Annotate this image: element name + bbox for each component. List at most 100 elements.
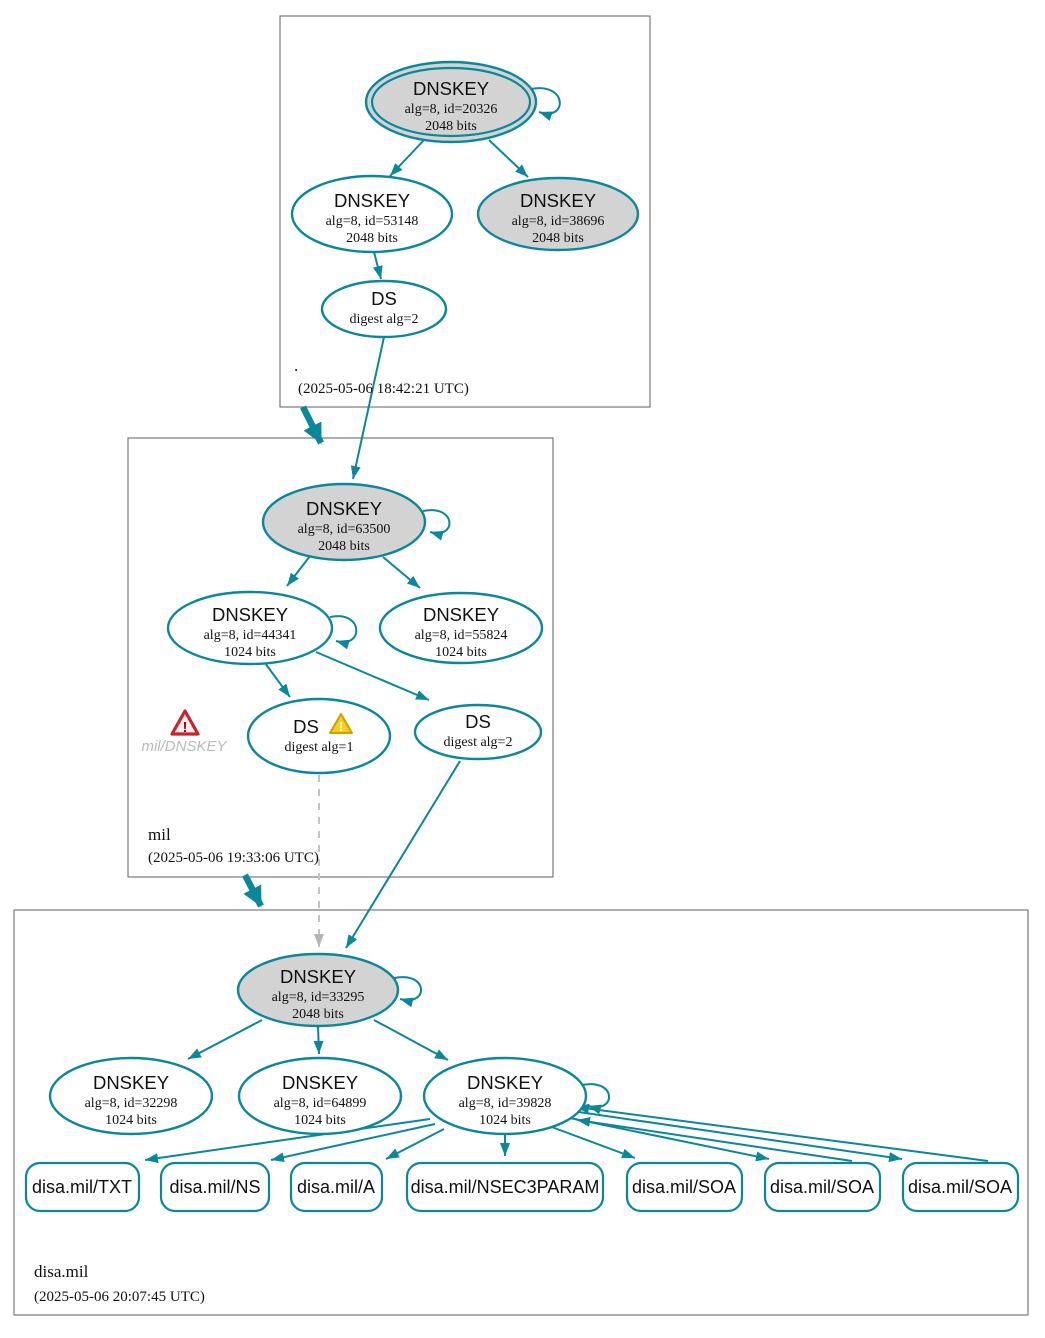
edge-disa-zsk-to-ns [270,1123,436,1163]
node-rrset-disa-mil-a[interactable]: disa.mil/A [289,1161,384,1213]
edge-root-ksk-to-zsk [389,139,425,177]
dnskey-55824-bits: 1024 bits [435,645,487,660]
ds-root-ellipse [320,279,448,339]
rrset-txt-label: disa.mil/TXT [32,1177,132,1197]
dnskey-63500-detail: alg=8, id=63500 [298,522,391,537]
dnskey-33295-detail: alg=8, id=33295 [272,990,365,1005]
edge-disa-ksk-to-key32298 [187,1019,263,1060]
dnskey-38696-detail: alg=8, id=38696 [512,214,605,229]
dnskey-53148-ellipse [290,174,454,254]
edge-mil-ds2-to-disa-ksk [345,760,461,949]
zone-timestamp-root: (2025-05-06 18:42:21 UTC) [298,381,469,397]
dnskey-39828-ellipse [422,1056,588,1136]
dnskey-32298-ellipse [48,1056,214,1136]
edge-mil-ksk-selfloop [422,509,451,541]
rrset-txt-box [24,1161,141,1213]
edge-mil-ksk-to-zsk [286,555,311,587]
error-triangle [170,709,200,736]
warning-triangle [329,713,353,734]
ds-root-detail: digest alg=2 [350,312,419,327]
ds-mil-alg1-ellipse [246,697,392,775]
node-dnskey-63500[interactable]: DNSKEY alg=8, id=63500 2048 bits [261,482,427,562]
node-dnskey-55824[interactable]: DNSKEY alg=8, id=55824 1024 bits [378,591,544,665]
edge-disa-zsk-to-soa1 [548,1125,636,1159]
edge-soa3-to-disa-zsk [575,1103,989,1162]
ds-mil-alg2-detail: digest alg=2 [444,735,513,750]
edge-disa-zsk-to-soa3 [564,1109,903,1163]
node-ds-mil-alg2[interactable]: DS digest alg=2 [413,703,543,761]
edge-disa-zsk-selfloop [581,1083,611,1115]
dnskey-38696-ellipse [476,176,640,252]
edge-root-ds-to-mil-ksk [350,336,385,480]
node-rrset-disa-mil-txt[interactable]: disa.mil/TXT [24,1161,141,1213]
error-bang: ! [183,719,188,736]
zone-label-disa-mil: disa.mil [34,1262,89,1281]
rrset-ns-label: disa.mil/NS [169,1177,260,1197]
dnskey-32298-title: DNSKEY [93,1072,169,1093]
node-dnskey-20326[interactable]: DNSKEY alg=8, id=20326 2048 bits [364,60,538,144]
edge-delegation-mil-to-disa [242,873,264,908]
dnskey-55824-ellipse [378,591,544,665]
node-rrset-disa-mil-soa-2[interactable]: disa.mil/SOA [763,1161,882,1213]
ds-mil-alg1-title: DS [293,716,319,737]
edge-disa-ksk-to-key64899 [313,1025,324,1055]
dnskey-39828-detail: alg=8, id=39828 [459,1096,552,1111]
node-ds-root[interactable]: DS digest alg=2 [320,279,448,339]
node-rrset-disa-mil-soa-3[interactable]: disa.mil/SOA [901,1161,1020,1213]
edge-soa2-to-disa-zsk [576,1116,853,1162]
dnskey-20326-bits: 2048 bits [425,119,477,134]
error-node-mil-dnskey[interactable]: ! mil/DNSKEY [141,709,227,755]
node-rrset-disa-mil-ns[interactable]: disa.mil/NS [159,1161,271,1213]
dnskey-44341-detail: alg=8, id=44341 [204,628,297,643]
dnskey-32298-bits: 1024 bits [105,1113,157,1128]
edge-delegation-root-to-mil [300,405,324,445]
node-dnskey-64899[interactable]: DNSKEY alg=8, id=64899 1024 bits [237,1056,403,1136]
edge-root-ksk-selfloop [530,87,561,121]
zone-label-root: . [294,356,298,375]
dnskey-33295-ellipse [236,952,400,1028]
zone-box-mil [127,437,554,878]
dnskey-33295-bits: 2048 bits [292,1007,344,1022]
zone-timestamp-disa-mil: (2025-05-06 20:07:45 UTC) [34,1289,205,1305]
error-caption: mil/DNSKEY [141,738,227,755]
rrset-soa2-box [763,1161,882,1213]
dnskey-63500-ellipse [261,482,427,562]
node-dnskey-53148[interactable]: DNSKEY alg=8, id=53148 2048 bits [290,174,454,254]
error-icon: ! [170,709,200,736]
dnskey-20326-detail: alg=8, id=20326 [405,102,498,117]
dnskey-64899-detail: alg=8, id=64899 [274,1096,367,1111]
dnskey-63500-title: DNSKEY [306,498,382,519]
rrset-soa2-label: disa.mil/SOA [770,1177,874,1197]
ds-mil-alg1-detail: digest alg=1 [285,740,354,755]
node-dnskey-44341[interactable]: DNSKEY alg=8, id=44341 1024 bits [166,590,334,666]
dnskey-33295-title: DNSKEY [280,966,356,987]
dnskey-38696-bits: 2048 bits [532,231,584,246]
dnskey-39828-bits: 1024 bits [479,1113,531,1128]
zone-box-root [279,15,651,408]
dnskey-53148-bits: 2048 bits [346,231,398,246]
edge-mil-zsk-to-ds2 [315,651,430,701]
edge-disa-zsk-to-txt [144,1118,431,1164]
dnskey-63500-bits: 2048 bits [318,539,370,554]
rrset-nsec3param-box [405,1161,605,1213]
dnskey-64899-ellipse [237,1056,403,1136]
rrset-ns-box [159,1161,271,1213]
warning-icon: ! [329,713,353,734]
node-dnskey-39828[interactable]: DNSKEY alg=8, id=39828 1024 bits [422,1056,588,1136]
edge-root-zsk-to-ds [372,251,383,280]
rrset-soa1-label: disa.mil/SOA [632,1177,736,1197]
node-dnskey-38696[interactable]: DNSKEY alg=8, id=38696 2048 bits [476,176,640,252]
edge-disa-ksk-to-zsk [373,1019,449,1061]
node-rrset-disa-mil-nsec3param[interactable]: disa.mil/NSEC3PARAM [405,1161,605,1213]
node-dnskey-33295[interactable]: DNSKEY alg=8, id=33295 2048 bits [236,952,400,1028]
dnskey-55824-title: DNSKEY [423,604,499,625]
node-ds-mil-alg1[interactable]: DS ! digest alg=1 [246,697,392,775]
ds-root-title: DS [371,288,397,309]
node-dnskey-32298[interactable]: DNSKEY alg=8, id=32298 1024 bits [48,1056,214,1136]
node-rrset-disa-mil-soa-1[interactable]: disa.mil/SOA [625,1161,744,1213]
dnskey-55824-detail: alg=8, id=55824 [415,628,508,643]
rrset-a-box [289,1161,384,1213]
dnskey-53148-detail: alg=8, id=53148 [326,214,419,229]
